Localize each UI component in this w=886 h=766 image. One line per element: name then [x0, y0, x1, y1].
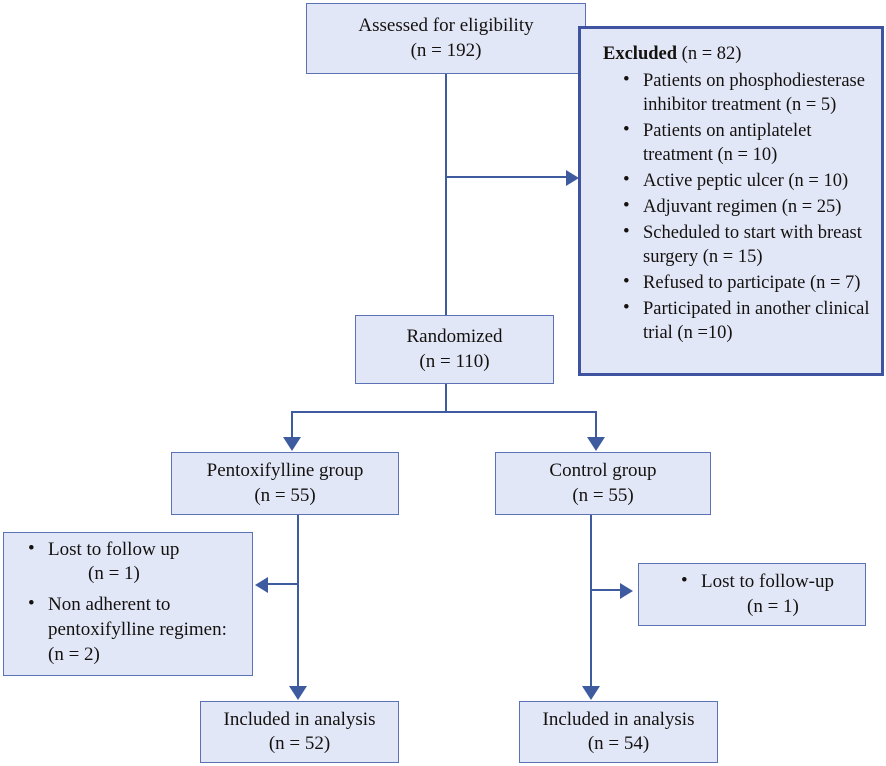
box-pentoxifylline-group: Pentoxifylline group (n = 55) — [171, 452, 399, 515]
pentox-loss-0-text: Lost to follow up — [48, 538, 180, 560]
excluded-reason-list: Patients on phosphodiesterase inhibitor … — [581, 68, 881, 346]
list-item: Lost to follow up (n = 1) — [28, 537, 246, 587]
randomized-count: (n = 110) — [419, 350, 490, 372]
control-loss-0-count: (n = 1) — [747, 595, 799, 617]
box-control-analysis: Included in analysis (n = 54) — [519, 701, 718, 763]
list-item: Refused to participate (n = 7) — [623, 270, 871, 295]
connector-split-left-leg — [291, 411, 294, 441]
arrow-to-control-losses — [620, 583, 633, 599]
box-pentoxifylline-analysis: Included in analysis (n = 52) — [200, 701, 399, 763]
pentoxifylline-group-label: Pentoxifylline group — [206, 460, 364, 482]
connector-randomized-down — [445, 384, 448, 413]
connector-split-right-leg — [595, 411, 598, 441]
list-item: Scheduled to start with breast surgery (… — [623, 220, 871, 269]
control-analysis-label: Included in analysis — [542, 708, 695, 730]
connector-assessed-trunk — [445, 73, 448, 318]
box-randomized: Randomized (n = 110) — [355, 315, 554, 384]
control-losses-list: Lost to follow-up (n = 1) — [639, 569, 865, 619]
assessed-count: (n = 192) — [410, 39, 482, 61]
pentox-loss-0-count: (n = 1) — [88, 563, 140, 585]
box-assessed-for-eligibility: Assessed for eligibility (n = 192) — [306, 3, 586, 74]
randomized-label: Randomized — [406, 326, 503, 348]
box-control-group: Control group (n = 55) — [495, 452, 711, 515]
arrow-to-pentoxifylline-group — [283, 437, 301, 451]
control-group-count: (n = 55) — [572, 484, 634, 506]
control-group-label: Control group — [549, 460, 657, 482]
pentoxifylline-losses-list: Lost to follow up (n = 1) Non adherent t… — [4, 535, 252, 673]
arrow-to-control-group — [587, 437, 605, 451]
list-item: Patients on antiplatelet treatment (n = … — [623, 118, 871, 167]
excluded-heading: Excluded (n = 82) — [603, 43, 881, 67]
pentoxifylline-group-count: (n = 55) — [254, 484, 316, 506]
box-control-losses: Lost to follow-up (n = 1) — [638, 563, 866, 626]
excluded-heading-count: (n = 82) — [677, 44, 742, 64]
connector-pentox-losses — [268, 583, 299, 586]
connector-control-losses — [590, 589, 622, 592]
list-item: Active peptic ulcer (n = 10) — [623, 168, 871, 193]
control-loss-0-text: Lost to follow-up — [701, 570, 834, 592]
pentoxifylline-analysis-count: (n = 52) — [268, 733, 331, 754]
connector-control-down — [590, 515, 593, 690]
list-item: Participated in another clinical trial (… — [623, 296, 871, 345]
list-item: Patients on phosphodiesterase inhibitor … — [623, 68, 871, 117]
arrow-to-control-analysis — [582, 686, 600, 700]
connector-split-bar — [291, 411, 597, 414]
assessed-label: Assessed for eligibility — [358, 15, 534, 37]
connector-to-excluded — [445, 176, 569, 179]
arrow-to-pentox-analysis — [289, 686, 307, 700]
box-pentoxifylline-losses: Lost to follow up (n = 1) Non adherent t… — [3, 532, 253, 676]
connector-pentox-down — [297, 515, 300, 690]
arrow-to-pentox-losses — [255, 577, 268, 593]
pentoxifylline-analysis-label: Included in analysis — [223, 708, 376, 730]
list-item: Adjuvant regimen (n = 25) — [623, 194, 871, 219]
control-analysis-count: (n = 54) — [587, 733, 650, 754]
list-item: Lost to follow-up (n = 1) — [681, 569, 859, 619]
pentox-loss-1-text: Non adherent to pentoxifylline regimen: … — [48, 594, 227, 665]
box-excluded: Excluded (n = 82) Patients on phosphodie… — [578, 26, 884, 376]
list-item: Non adherent to pentoxifylline regimen: … — [28, 592, 246, 667]
arrow-to-excluded — [566, 170, 579, 186]
excluded-heading-bold: Excluded — [603, 44, 678, 64]
